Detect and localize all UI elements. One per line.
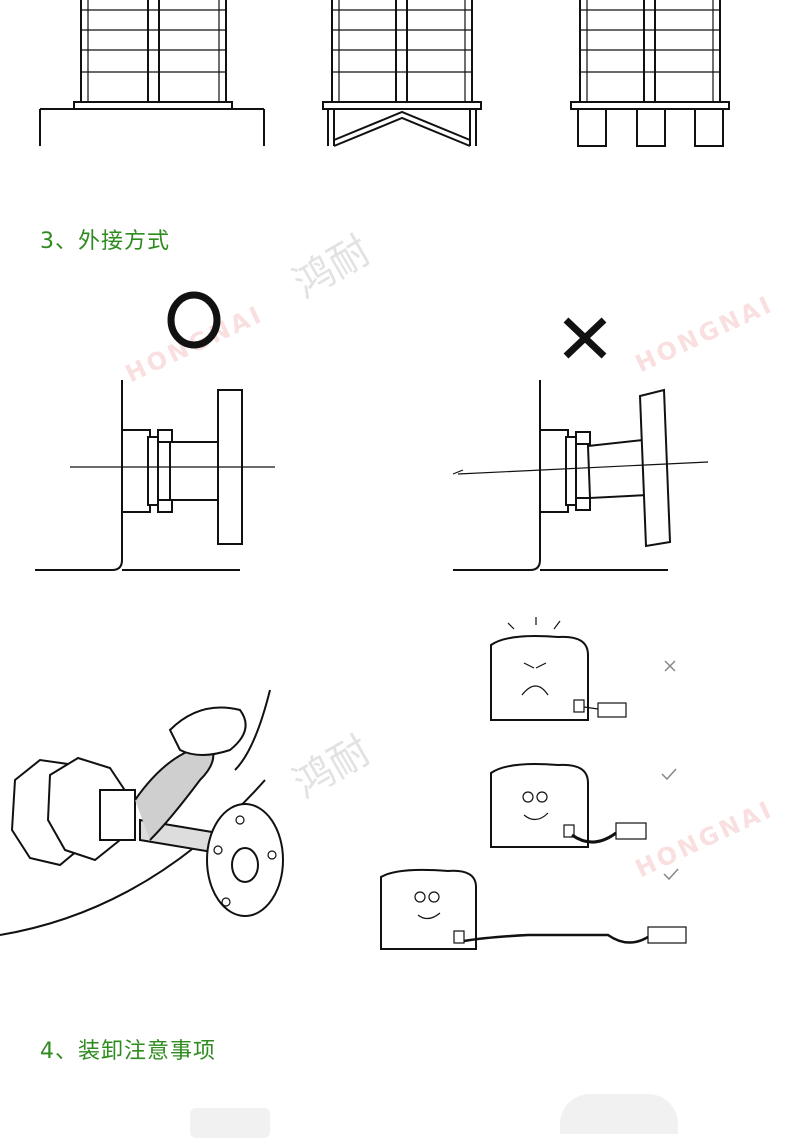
tank-face-flexible-long: [380, 868, 687, 950]
tank-image-partial-right: [560, 1094, 678, 1134]
tank-face-flexible-short: [490, 763, 647, 848]
tank-support-steel-frame: [322, 0, 482, 147]
flange-connection-correct: [35, 380, 275, 571]
pipe-thread-taping-illustration: [0, 689, 284, 936]
flange-connection-misaligned: [452, 380, 709, 571]
check-icon: [663, 868, 679, 881]
watermark-cn-1: 鸿耐: [285, 227, 379, 308]
circle-o-icon: [167, 291, 221, 349]
section-3-heading: 3、外接方式: [40, 229, 170, 254]
check-icon: [661, 768, 677, 781]
cross-icon: [664, 660, 676, 672]
tank-support-solid-base: [39, 0, 265, 146]
tank-support-blocks: [570, 0, 730, 147]
section-4-heading: 4、装卸注意事项: [40, 1039, 216, 1064]
tank-face-rigid-connection: [490, 617, 627, 721]
tank-image-partial-left: [190, 1108, 270, 1138]
watermark-en-2: HONGNAI: [631, 289, 778, 379]
cross-x-icon: [563, 317, 607, 359]
